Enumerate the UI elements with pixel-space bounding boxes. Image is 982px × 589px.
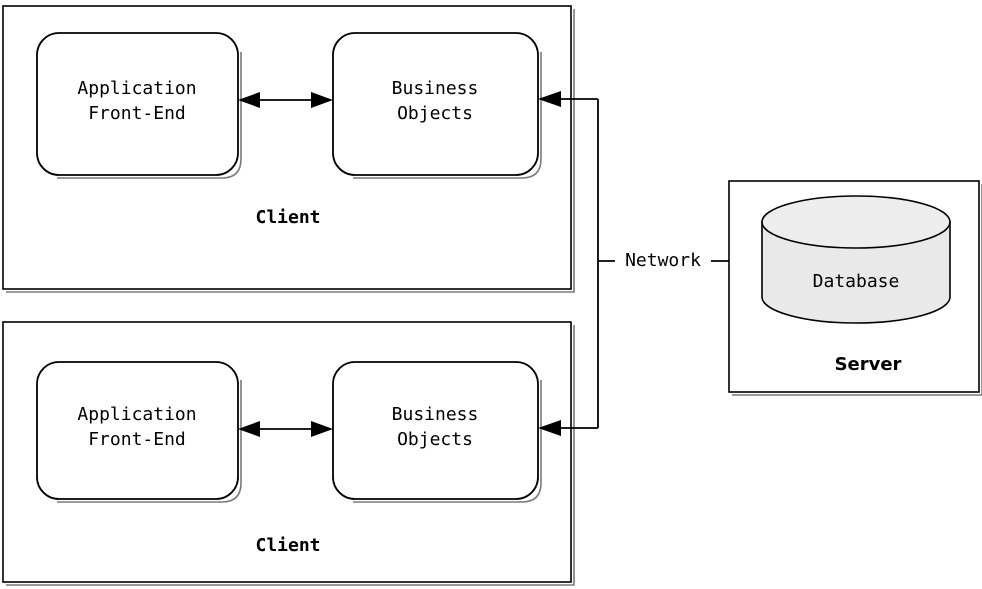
client-container-1: Application Front-End Business Objects C… [2, 5, 575, 293]
client-1-internal-connector [238, 92, 333, 108]
client-1-internal-connector-arrow-left [238, 92, 260, 108]
client-2-node-app-front-end-line1: Application [77, 404, 196, 425]
database-label: Database [813, 271, 900, 292]
client-container-2-shadow [6, 325, 575, 586]
client-2-internal-connector-arrow-right [311, 421, 333, 437]
client-1-node-app-front-end-box [36, 32, 239, 176]
client-1-node-app-front-end-line2: Front-End [88, 103, 186, 124]
client-1-node-business-objects[interactable]: Business Objects [332, 32, 542, 179]
client-1-node-business-objects-line1: Business [392, 78, 479, 99]
client-2-node-app-front-end-line2: Front-End [88, 429, 186, 450]
client-2-node-business-objects-box [332, 361, 539, 500]
server-container: Database Server [728, 180, 982, 396]
client-1-node-app-front-end[interactable]: Application Front-End [36, 32, 242, 179]
client-2-node-business-objects-line1: Business [392, 404, 479, 425]
network-label: Network [625, 250, 701, 271]
database-cylinder-body [761, 221, 951, 324]
database-cylinder[interactable]: Database [761, 195, 951, 324]
client-1-node-business-objects-line2: Objects [397, 103, 473, 124]
client-2-node-app-front-end[interactable]: Application Front-End [36, 361, 242, 503]
network-arrow-to-client-1 [538, 91, 561, 107]
client-1-node-business-objects-box [332, 32, 539, 176]
client-2-internal-connector [238, 421, 333, 437]
database-cylinder-top [761, 195, 951, 249]
client-container-2: Application Front-End Business Objects C… [2, 321, 575, 586]
client-2-internal-connector-arrow-left [238, 421, 260, 437]
client-1-internal-connector-arrow-right [311, 92, 333, 108]
server-container-label: Server [835, 354, 902, 375]
client-container-1-shadow [6, 9, 575, 293]
client-1-node-business-objects-shadow [353, 52, 542, 179]
client-1-node-app-front-end-line1: Application [77, 78, 196, 99]
client-2-node-business-objects-shadow [353, 380, 542, 503]
client-container-2-label: Client [255, 535, 320, 556]
client-2-node-business-objects-line2: Objects [397, 429, 473, 450]
client-2-node-business-objects[interactable]: Business Objects [332, 361, 542, 503]
server-container-shadow [732, 184, 982, 396]
client-container-1-label: Client [255, 207, 320, 228]
client-2-node-app-front-end-box [36, 361, 239, 500]
network-arrow-to-client-2 [538, 420, 561, 436]
client-2-node-app-front-end-shadow [57, 380, 242, 503]
client-1-node-app-front-end-shadow [57, 52, 242, 179]
